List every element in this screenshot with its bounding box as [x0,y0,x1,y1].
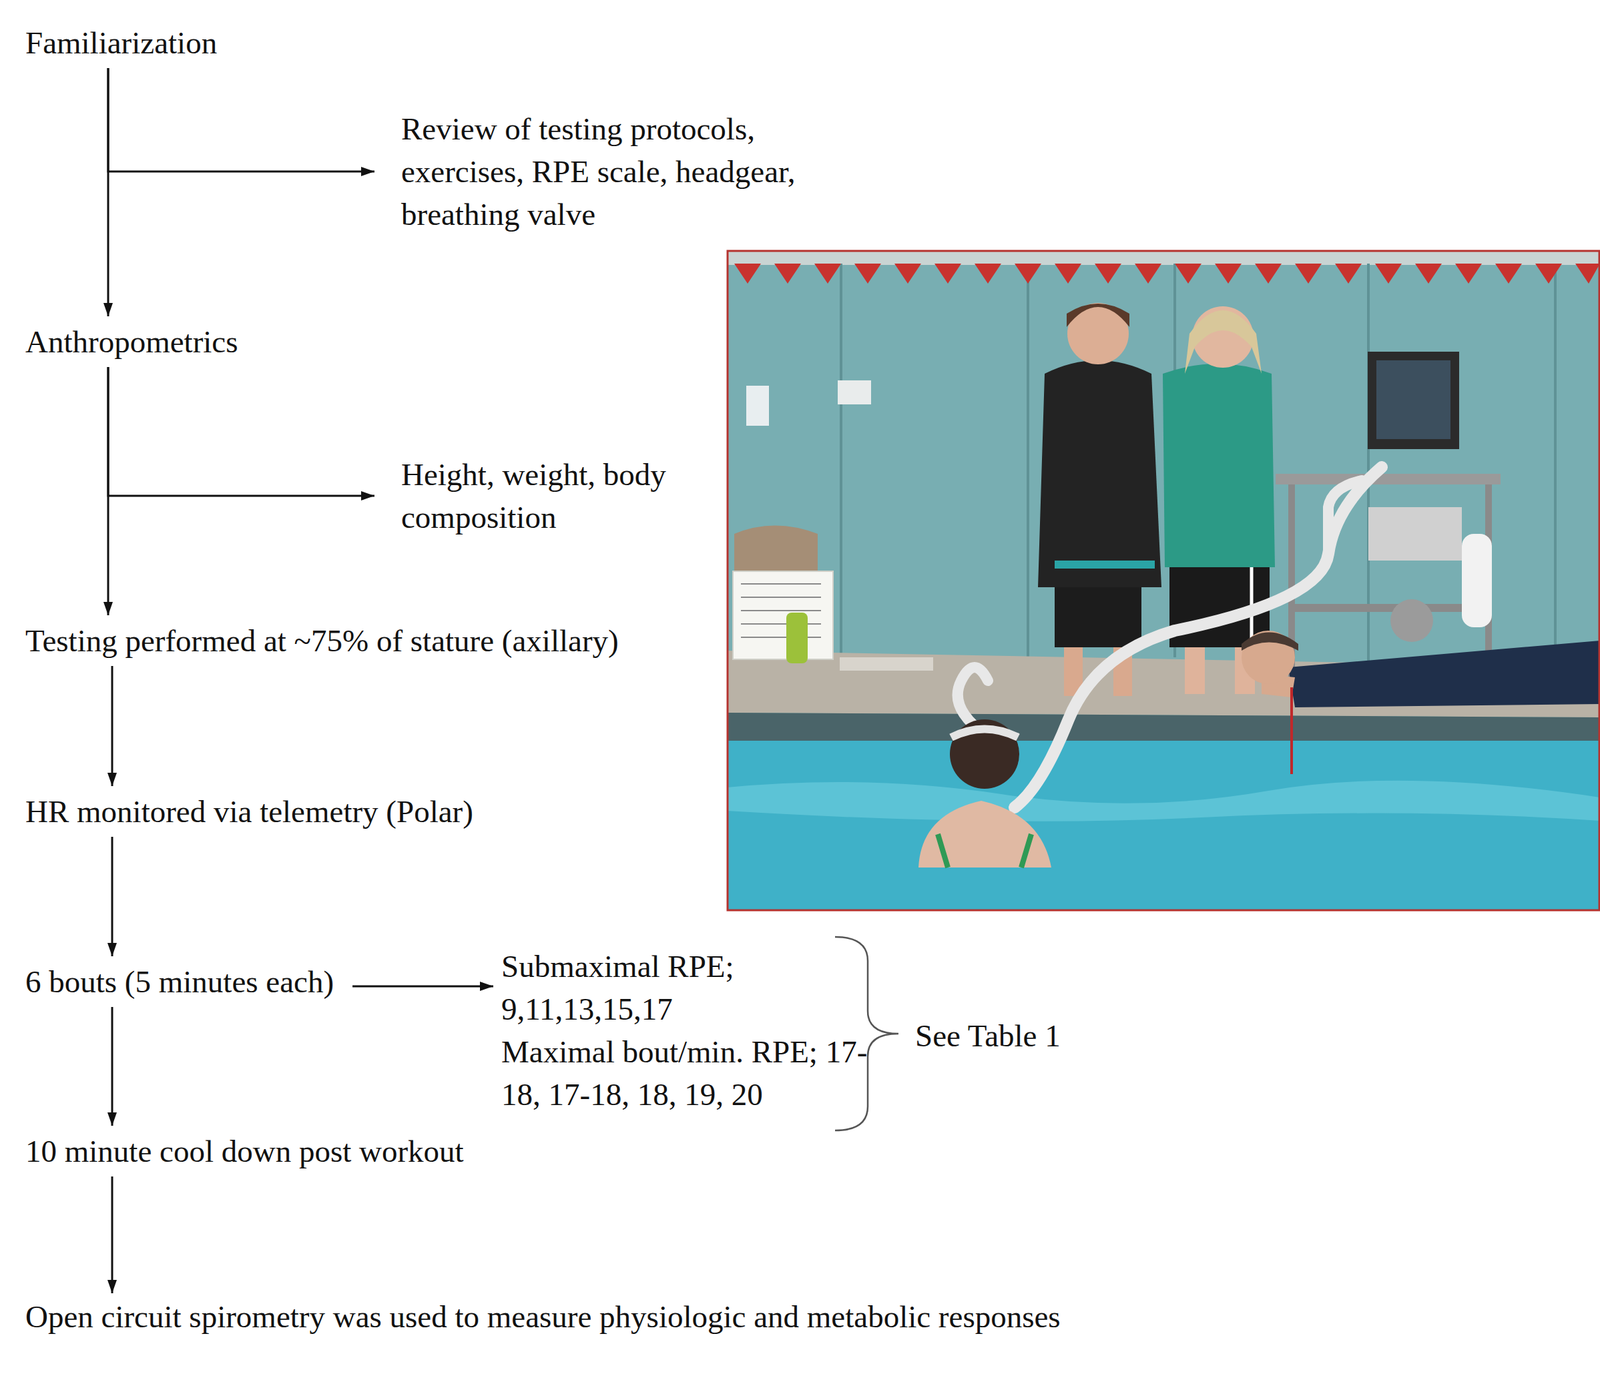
swimmer [918,719,1052,868]
flow-step: 10 minute cool down post workout [25,1126,464,1177]
note-text: See Table 1 [915,1014,1061,1058]
step-text: 6 bouts (5 minutes each) [25,960,334,1004]
flow-arrow [107,68,110,317]
table-bracket [835,937,899,1131]
flow-step: Submaximal RPE; 9,11,13,15,17Maximal bou… [493,941,876,1121]
step-text: Open circuit spirometry was used to meas… [25,1297,1094,1337]
flow-step: Testing performed at ~75% of stature (ax… [25,615,619,667]
pool-wall [726,250,1600,912]
flow-step: Open circuit spirometry was used to meas… [25,1293,1094,1338]
pool-water [726,740,1600,912]
flow-step: Height, weight, body composition [374,449,722,543]
poster-lines [740,584,822,638]
ceiling [726,250,1600,265]
flow-arrow [111,666,114,787]
red-bunting [734,263,1600,284]
flow-arrow [108,68,375,172]
step-text: HR monitored via telemetry (Polar) [25,790,474,834]
wall-panels [841,263,1556,665]
flow-step: Review of testing protocols, exercises, … [374,103,829,240]
restroom-sign [746,385,769,426]
step-text: Review of testing protocols, exercises, … [401,107,829,236]
flow-arrow [107,367,110,616]
pool-gutter [726,712,1600,743]
flow-arrow [111,837,114,957]
wall-sign [837,380,872,405]
flow-arrow [352,985,494,988]
step-text: Submaximal RPE; 9,11,13,15,17 [501,945,876,1031]
researcher-on-deck [1241,630,1600,775]
photo-frame [727,250,1600,911]
flow-arrow [111,1176,114,1294]
water-bottle [786,612,808,664]
flow-step: Anthropometrics [25,316,239,368]
flow-step: HR monitored via telemetry (Polar) [25,786,474,838]
step-text: Testing performed at ~75% of stature (ax… [25,619,619,663]
step-text: Maximal bout/min. RPE; 17-18, 17-18, 18,… [501,1030,876,1117]
flow-step: Familiarization [25,17,217,69]
breathing-hose [957,467,1382,808]
rpe-poster [732,571,834,660]
flow-arrow [108,367,375,496]
step-text: Height, weight, body composition [401,453,722,539]
step-text: Anthropometrics [25,320,239,364]
step-text: 10 minute cool down post workout [25,1130,464,1173]
step-text: Familiarization [25,21,217,65]
deck-towel [839,657,934,671]
photo-content [726,250,1600,912]
water-ripple [726,780,1600,822]
metabolic-cart [1275,351,1501,695]
flow-arrow [111,1007,114,1127]
flow-step: 6 bouts (5 minutes each) [25,956,353,1008]
